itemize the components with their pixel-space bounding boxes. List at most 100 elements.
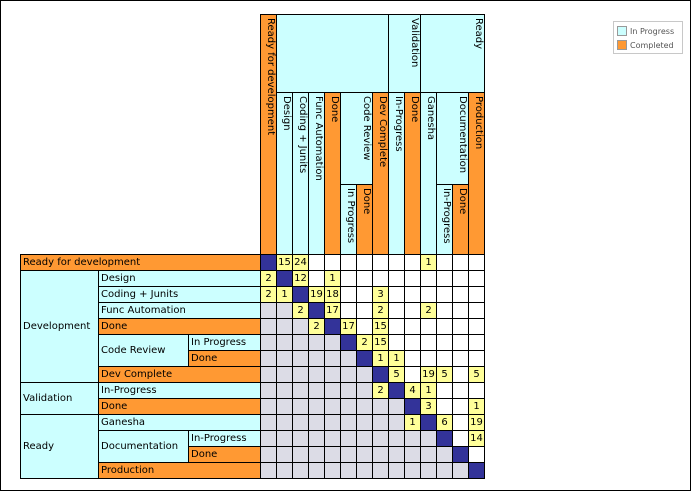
matrix-empty-cell xyxy=(452,430,469,447)
matrix-empty-cell xyxy=(292,350,309,367)
matrix-empty-cell xyxy=(356,318,373,335)
matrix-empty-cell xyxy=(372,270,389,287)
matrix-empty-cell xyxy=(260,462,277,479)
matrix-empty-cell xyxy=(436,254,453,271)
matrix-empty-cell xyxy=(308,414,325,431)
legend-completed-label: Completed xyxy=(630,40,674,50)
matrix-empty-cell xyxy=(372,398,389,415)
matrix-empty-cell xyxy=(340,430,357,447)
matrix-value-cell: 5 xyxy=(468,366,485,383)
matrix-value-cell: 2 xyxy=(372,302,389,319)
matrix-diagonal-cell xyxy=(388,382,405,399)
header-label: Ready for development xyxy=(23,257,141,268)
matrix-empty-cell xyxy=(260,302,277,319)
matrix-empty-cell xyxy=(340,302,357,319)
matrix-empty-cell xyxy=(452,286,469,303)
matrix-empty-cell xyxy=(388,318,405,335)
matrix-empty-cell xyxy=(356,270,373,287)
matrix-empty-cell xyxy=(452,350,469,367)
matrix-empty-cell xyxy=(356,398,373,415)
matrix-value-cell: 1 xyxy=(420,254,437,271)
header-label: Code Review xyxy=(361,96,372,161)
matrix-value-cell: 1 xyxy=(420,382,437,399)
matrix-empty-cell xyxy=(260,334,277,351)
matrix-empty-cell xyxy=(420,334,437,351)
matrix-empty-cell xyxy=(324,254,341,271)
matrix-empty-cell xyxy=(452,382,469,399)
matrix-empty-cell xyxy=(388,430,405,447)
matrix-empty-cell xyxy=(276,318,293,335)
matrix-empty-cell xyxy=(452,366,469,383)
matrix-empty-cell xyxy=(468,446,485,463)
matrix-empty-cell xyxy=(292,414,309,431)
matrix-empty-cell xyxy=(308,254,325,271)
row-header-6: Done xyxy=(188,350,261,367)
matrix-value-cell: 12 xyxy=(292,270,309,287)
header-label: Development xyxy=(23,321,91,332)
matrix-empty-cell xyxy=(420,318,437,335)
header-label: Done xyxy=(191,353,218,364)
row-header-2: Coding + Junits xyxy=(98,286,261,303)
matrix-empty-cell xyxy=(388,286,405,303)
matrix-diagonal-cell xyxy=(452,446,469,463)
column-group-code-review: Code Review xyxy=(340,92,373,185)
matrix-empty-cell xyxy=(452,270,469,287)
matrix-empty-cell xyxy=(468,318,485,335)
matrix-empty-cell xyxy=(388,414,405,431)
matrix-empty-cell xyxy=(404,430,421,447)
matrix-empty-cell xyxy=(372,462,389,479)
matrix-diagonal-cell xyxy=(292,286,309,303)
column-header-1: Design xyxy=(276,92,293,255)
matrix-empty-cell xyxy=(260,382,277,399)
column-header-9: Done xyxy=(404,92,421,255)
column-header-8: In-Progress xyxy=(388,92,405,255)
matrix-value-cell: 19 xyxy=(468,414,485,431)
matrix-empty-cell xyxy=(260,366,277,383)
matrix-value-cell: 5 xyxy=(436,366,453,383)
completed-swatch xyxy=(617,40,627,50)
matrix-empty-cell xyxy=(468,302,485,319)
column-header-2: Coding + Junits xyxy=(292,92,309,255)
matrix-empty-cell xyxy=(356,430,373,447)
row-header-3: Func Automation xyxy=(98,302,261,319)
matrix-value-cell: 5 xyxy=(388,366,405,383)
matrix-diagonal-cell xyxy=(260,254,277,271)
matrix-empty-cell xyxy=(340,446,357,463)
matrix-value-cell: 15 xyxy=(276,254,293,271)
row-group-documentation: Documentation xyxy=(98,430,189,463)
header-label: Ready for development xyxy=(265,18,276,136)
row-header-12: Done xyxy=(188,446,261,463)
header-label: Done xyxy=(409,96,420,123)
matrix-empty-cell xyxy=(468,334,485,351)
matrix-empty-cell xyxy=(276,334,293,351)
matrix-diagonal-cell xyxy=(324,318,341,335)
matrix-empty-cell xyxy=(292,462,309,479)
row-group-validation: Validation xyxy=(20,382,99,415)
matrix-value-cell: 6 xyxy=(436,414,453,431)
matrix-empty-cell xyxy=(404,318,421,335)
matrix-empty-cell xyxy=(420,430,437,447)
header-label: Done xyxy=(457,188,468,215)
header-label: In Progress xyxy=(191,337,247,348)
matrix-empty-cell xyxy=(372,414,389,431)
matrix-value-cell: 1 xyxy=(324,270,341,287)
header-label: Ready xyxy=(23,441,55,452)
matrix-empty-cell xyxy=(308,462,325,479)
row-group-development: Development xyxy=(20,270,99,383)
matrix-empty-cell xyxy=(324,462,341,479)
matrix-diagonal-cell xyxy=(372,366,389,383)
matrix-value-cell: 24 xyxy=(292,254,309,271)
header-label: Validation xyxy=(23,393,73,404)
matrix-value-cell: 2 xyxy=(260,286,277,303)
matrix-empty-cell xyxy=(372,430,389,447)
header-label: Design xyxy=(281,96,292,131)
matrix-value-cell: 17 xyxy=(324,302,341,319)
matrix-empty-cell xyxy=(436,446,453,463)
header-label: Done xyxy=(329,96,340,123)
header-label: Done xyxy=(361,188,372,215)
row-header-1: Design xyxy=(98,270,261,287)
matrix-diagonal-cell xyxy=(420,414,437,431)
matrix-empty-cell xyxy=(436,350,453,367)
header-label: Production xyxy=(473,96,484,150)
matrix-value-cell: 1 xyxy=(276,286,293,303)
